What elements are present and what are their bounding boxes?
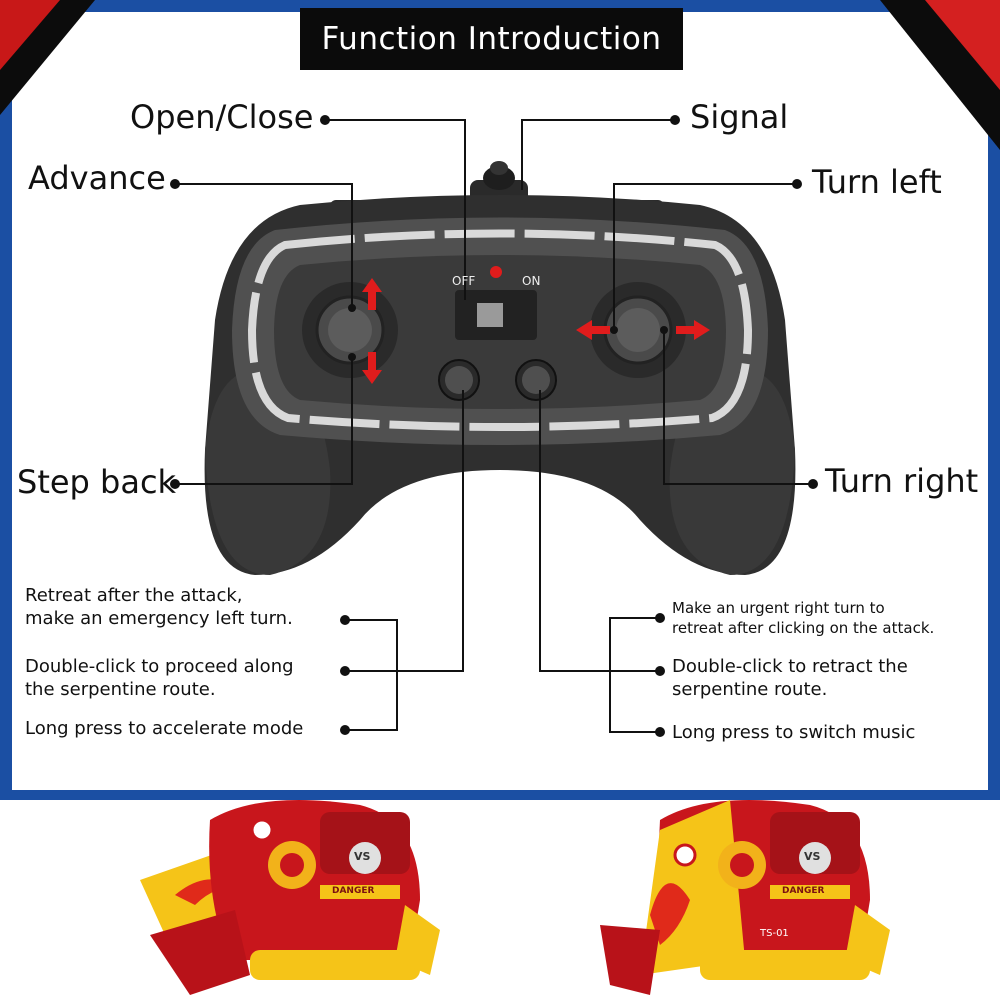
robot-right-image: [600, 800, 890, 995]
robot-left-image: [140, 800, 440, 995]
label-turn-left: Turn left: [812, 163, 942, 201]
right-function-1: Make an urgent right turn to retreat aft…: [672, 599, 935, 637]
leader-dots: [170, 115, 818, 737]
left-function-1: Retreat after the attack, make an emerge…: [25, 585, 293, 629]
label-advance: Advance: [28, 159, 166, 197]
label-turn-right: Turn right: [825, 462, 979, 500]
label-signal: Signal: [690, 98, 789, 136]
switch-off-label: OFF: [452, 274, 476, 288]
left-function-3: Long press to accelerate mode: [25, 718, 304, 739]
controller-image: [204, 161, 796, 575]
right-function-3: Long press to switch music: [672, 722, 916, 743]
switch-on-label: ON: [522, 274, 541, 288]
left-function-2: Double-click to proceed along the serpen…: [25, 656, 294, 700]
robot-right-badge: VS: [804, 850, 821, 863]
robot-left-warning: DANGER: [332, 886, 375, 896]
right-function-2: Double-click to retract the serpentine r…: [672, 656, 908, 700]
robot-left-badge: VS: [354, 850, 371, 863]
robot-model-label: TS-01: [760, 928, 789, 939]
label-step-back: Step back: [17, 463, 177, 501]
page-title: Function Introduction: [300, 8, 683, 70]
leader-lines: [175, 119, 813, 733]
robot-right-warning: DANGER: [782, 886, 825, 896]
direction-arrows: [362, 278, 710, 384]
label-open-close: Open/Close: [130, 98, 314, 136]
